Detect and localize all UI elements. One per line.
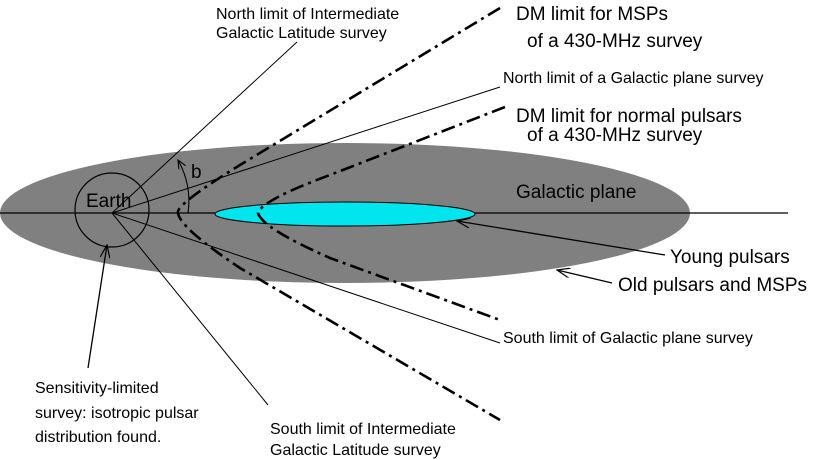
north-intermediate-limit-line bbox=[111, 41, 298, 214]
sensitivity-label-line2: survey: isotropic pulsar bbox=[35, 405, 199, 422]
young-pulsar-disk bbox=[214, 201, 476, 227]
north-intermediate-label-line1: North limit of Intermediate bbox=[216, 6, 399, 23]
south-intermediate-label-line2: Galactic Latitude survey bbox=[270, 442, 441, 459]
north-plane-limit-line bbox=[111, 86, 501, 214]
north-plane-label: North limit of a Galactic plane survey bbox=[503, 70, 764, 87]
south-intermediate-limit-line bbox=[111, 212, 269, 406]
sensitivity-label-line3: distribution found. bbox=[35, 429, 161, 446]
dm-msp-label-line2: of a 430-MHz survey bbox=[527, 31, 703, 52]
south-plane-limit-line bbox=[111, 212, 501, 344]
dm-limit-msp-curve bbox=[176, 6, 501, 422]
south-intermediate-label-line1: South limit of Intermediate bbox=[270, 421, 456, 438]
dm-normal-label-line2: of a 430-MHz survey bbox=[527, 125, 703, 146]
young-pulsars-pointer bbox=[457, 221, 666, 256]
young-pulsars-label: Young pulsars bbox=[670, 247, 790, 268]
galactic-plane-label: Galactic plane bbox=[516, 182, 636, 203]
dm-normal-label-line1: DM limit for normal pulsars bbox=[516, 106, 742, 127]
earth-circle bbox=[74, 172, 150, 248]
north-intermediate-label-line2: Galactic Latitude survey bbox=[216, 25, 387, 42]
earth-label: Earth bbox=[86, 191, 131, 212]
angle-b-arc bbox=[178, 160, 190, 214]
dm-msp-label-line1: DM limit for MSPs bbox=[516, 4, 668, 25]
sensitivity-pointer bbox=[87, 245, 107, 369]
old-pulsars-label: Old pulsars and MSPs bbox=[618, 275, 807, 296]
sensitivity-label-line1: Sensitivity-limited bbox=[35, 380, 159, 397]
angle-b-label: b bbox=[191, 162, 202, 183]
dm-limit-normal-curve bbox=[256, 105, 506, 322]
south-plane-label: South limit of Galactic plane survey bbox=[503, 330, 753, 347]
old-pulsars-pointer bbox=[557, 270, 613, 284]
